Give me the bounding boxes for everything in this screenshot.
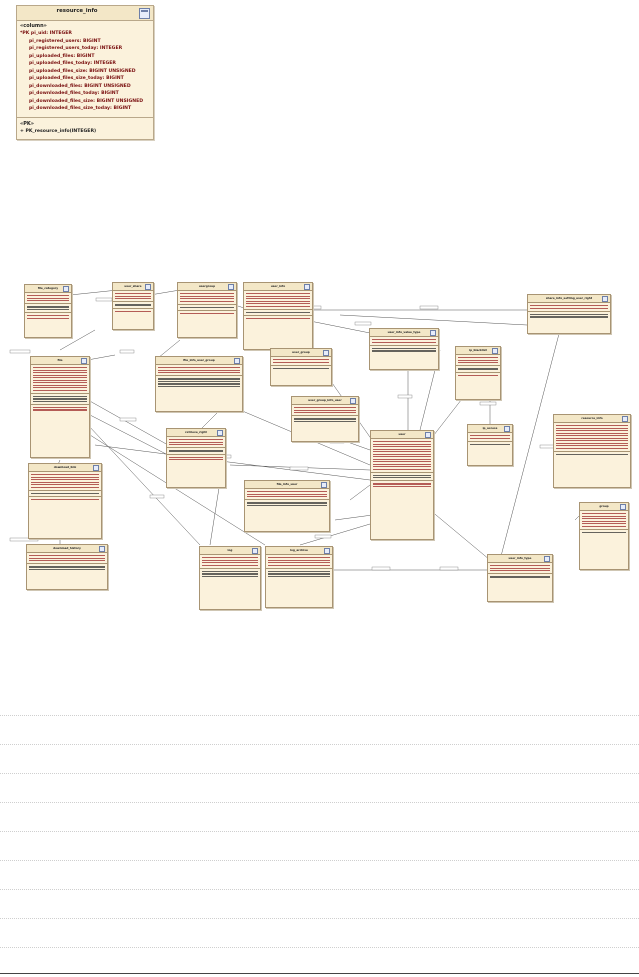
er-table: file_category	[24, 284, 72, 338]
er-table: user_share	[112, 282, 154, 330]
er-table: log	[199, 546, 261, 610]
er-table-title: ip_access	[468, 425, 512, 433]
er-diagram: file_category user_share usergroup user_…	[0, 270, 639, 630]
guide-line	[0, 744, 639, 745]
er-table: user_group_info_user	[291, 396, 359, 442]
er-table-title: user_group_info_user	[292, 397, 358, 405]
er-table: ip_blacklist	[455, 346, 501, 400]
er-table-title: user	[371, 431, 433, 439]
column-row: pi_downloaded_files_size: BIGINT UNSIGNE…	[29, 98, 144, 104]
column-row: pi_registered_users_today: INTEGER	[29, 46, 123, 51]
er-table-title: download_link	[29, 464, 101, 472]
section-divider	[17, 117, 153, 118]
resource-info-title: resource_info	[56, 8, 98, 14]
guide-line	[0, 773, 639, 774]
column-row: pi_uploaded_files_today: INTEGER	[29, 61, 116, 66]
er-table-title: download_history	[27, 545, 107, 553]
column-row: pi_registered_users: BIGINT	[29, 38, 101, 44]
resource-info-header: resource_info	[17, 6, 153, 21]
column-row: pi_downloaded_files_today: BIGINT	[29, 91, 119, 96]
er-table-title: log_archive	[266, 547, 332, 555]
er-table-title: usergroup	[178, 283, 236, 291]
er-table: user_info	[243, 282, 313, 350]
er-table: user_group	[270, 348, 332, 386]
er-table-title: user_info	[244, 283, 312, 291]
er-table: file_info_user_group	[155, 356, 243, 412]
column-row: *PK pi_uid: INTEGER	[20, 31, 72, 36]
er-table-title: user_group	[271, 349, 331, 357]
pk-stereotype: «PK»	[20, 121, 34, 127]
er-table: download_history	[26, 544, 108, 590]
er-table: user_info_value_type	[369, 328, 439, 370]
column-row: pi_downloaded_files: BIGINT UNSIGNED	[29, 83, 131, 89]
window-icon	[139, 8, 150, 19]
er-table-title: file	[31, 357, 89, 365]
guide-line	[0, 918, 639, 919]
er-table: ip_access	[467, 424, 513, 466]
pk-row: + PK_resource_info(INTEGER)	[20, 129, 97, 134]
er-table-title: log	[200, 547, 260, 555]
er-table: file_info_user	[244, 480, 330, 532]
er-table-title: user_info_type	[488, 555, 552, 563]
guide-line	[0, 715, 639, 716]
column-row: pi_downloaded_files_size_today: BIGINT	[29, 106, 132, 111]
guide-line	[0, 802, 639, 803]
er-table-title: file_info_user	[245, 481, 329, 489]
guide-line	[0, 947, 639, 948]
er-table-title: file_info_user_group	[156, 357, 242, 365]
er-table: share_info_setting_user_right	[527, 294, 611, 334]
er-table-title: user_info_value_type	[370, 329, 438, 337]
er-table-title: resource_info	[554, 415, 630, 423]
guide-line	[0, 831, 639, 832]
resource-info-entity: resource_info «column» *PK pi_uid: INTEG…	[16, 5, 154, 140]
column-row: pi_uploaded_files: BIGINT	[29, 53, 95, 59]
er-table-title: ip_blacklist	[456, 347, 500, 355]
er-table-title: retrieve_right	[167, 429, 225, 437]
er-table: resource_info	[553, 414, 631, 488]
guide-line	[0, 889, 639, 890]
bottom-rule	[0, 973, 639, 974]
er-table: user_info_type	[487, 554, 553, 602]
er-table: file	[30, 356, 90, 458]
er-table: user	[370, 430, 434, 540]
column-stereotype: «column»	[20, 23, 47, 29]
column-row: pi_uploaded_files_size: BIGINT UNSIGNED	[29, 68, 136, 74]
er-table-title: file_category	[25, 285, 71, 293]
er-table-title: share_info_setting_user_right	[528, 295, 610, 303]
guide-line	[0, 860, 639, 861]
er-table: download_link	[28, 463, 102, 539]
column-row: pi_uploaded_files_size_today: BIGINT	[29, 76, 124, 81]
er-table: retrieve_right	[166, 428, 226, 488]
er-table: log_archive	[265, 546, 333, 608]
er-table-title: user_share	[113, 283, 153, 291]
er-table: group	[579, 502, 629, 570]
er-table-title: group	[580, 503, 628, 511]
er-table: usergroup	[177, 282, 237, 338]
